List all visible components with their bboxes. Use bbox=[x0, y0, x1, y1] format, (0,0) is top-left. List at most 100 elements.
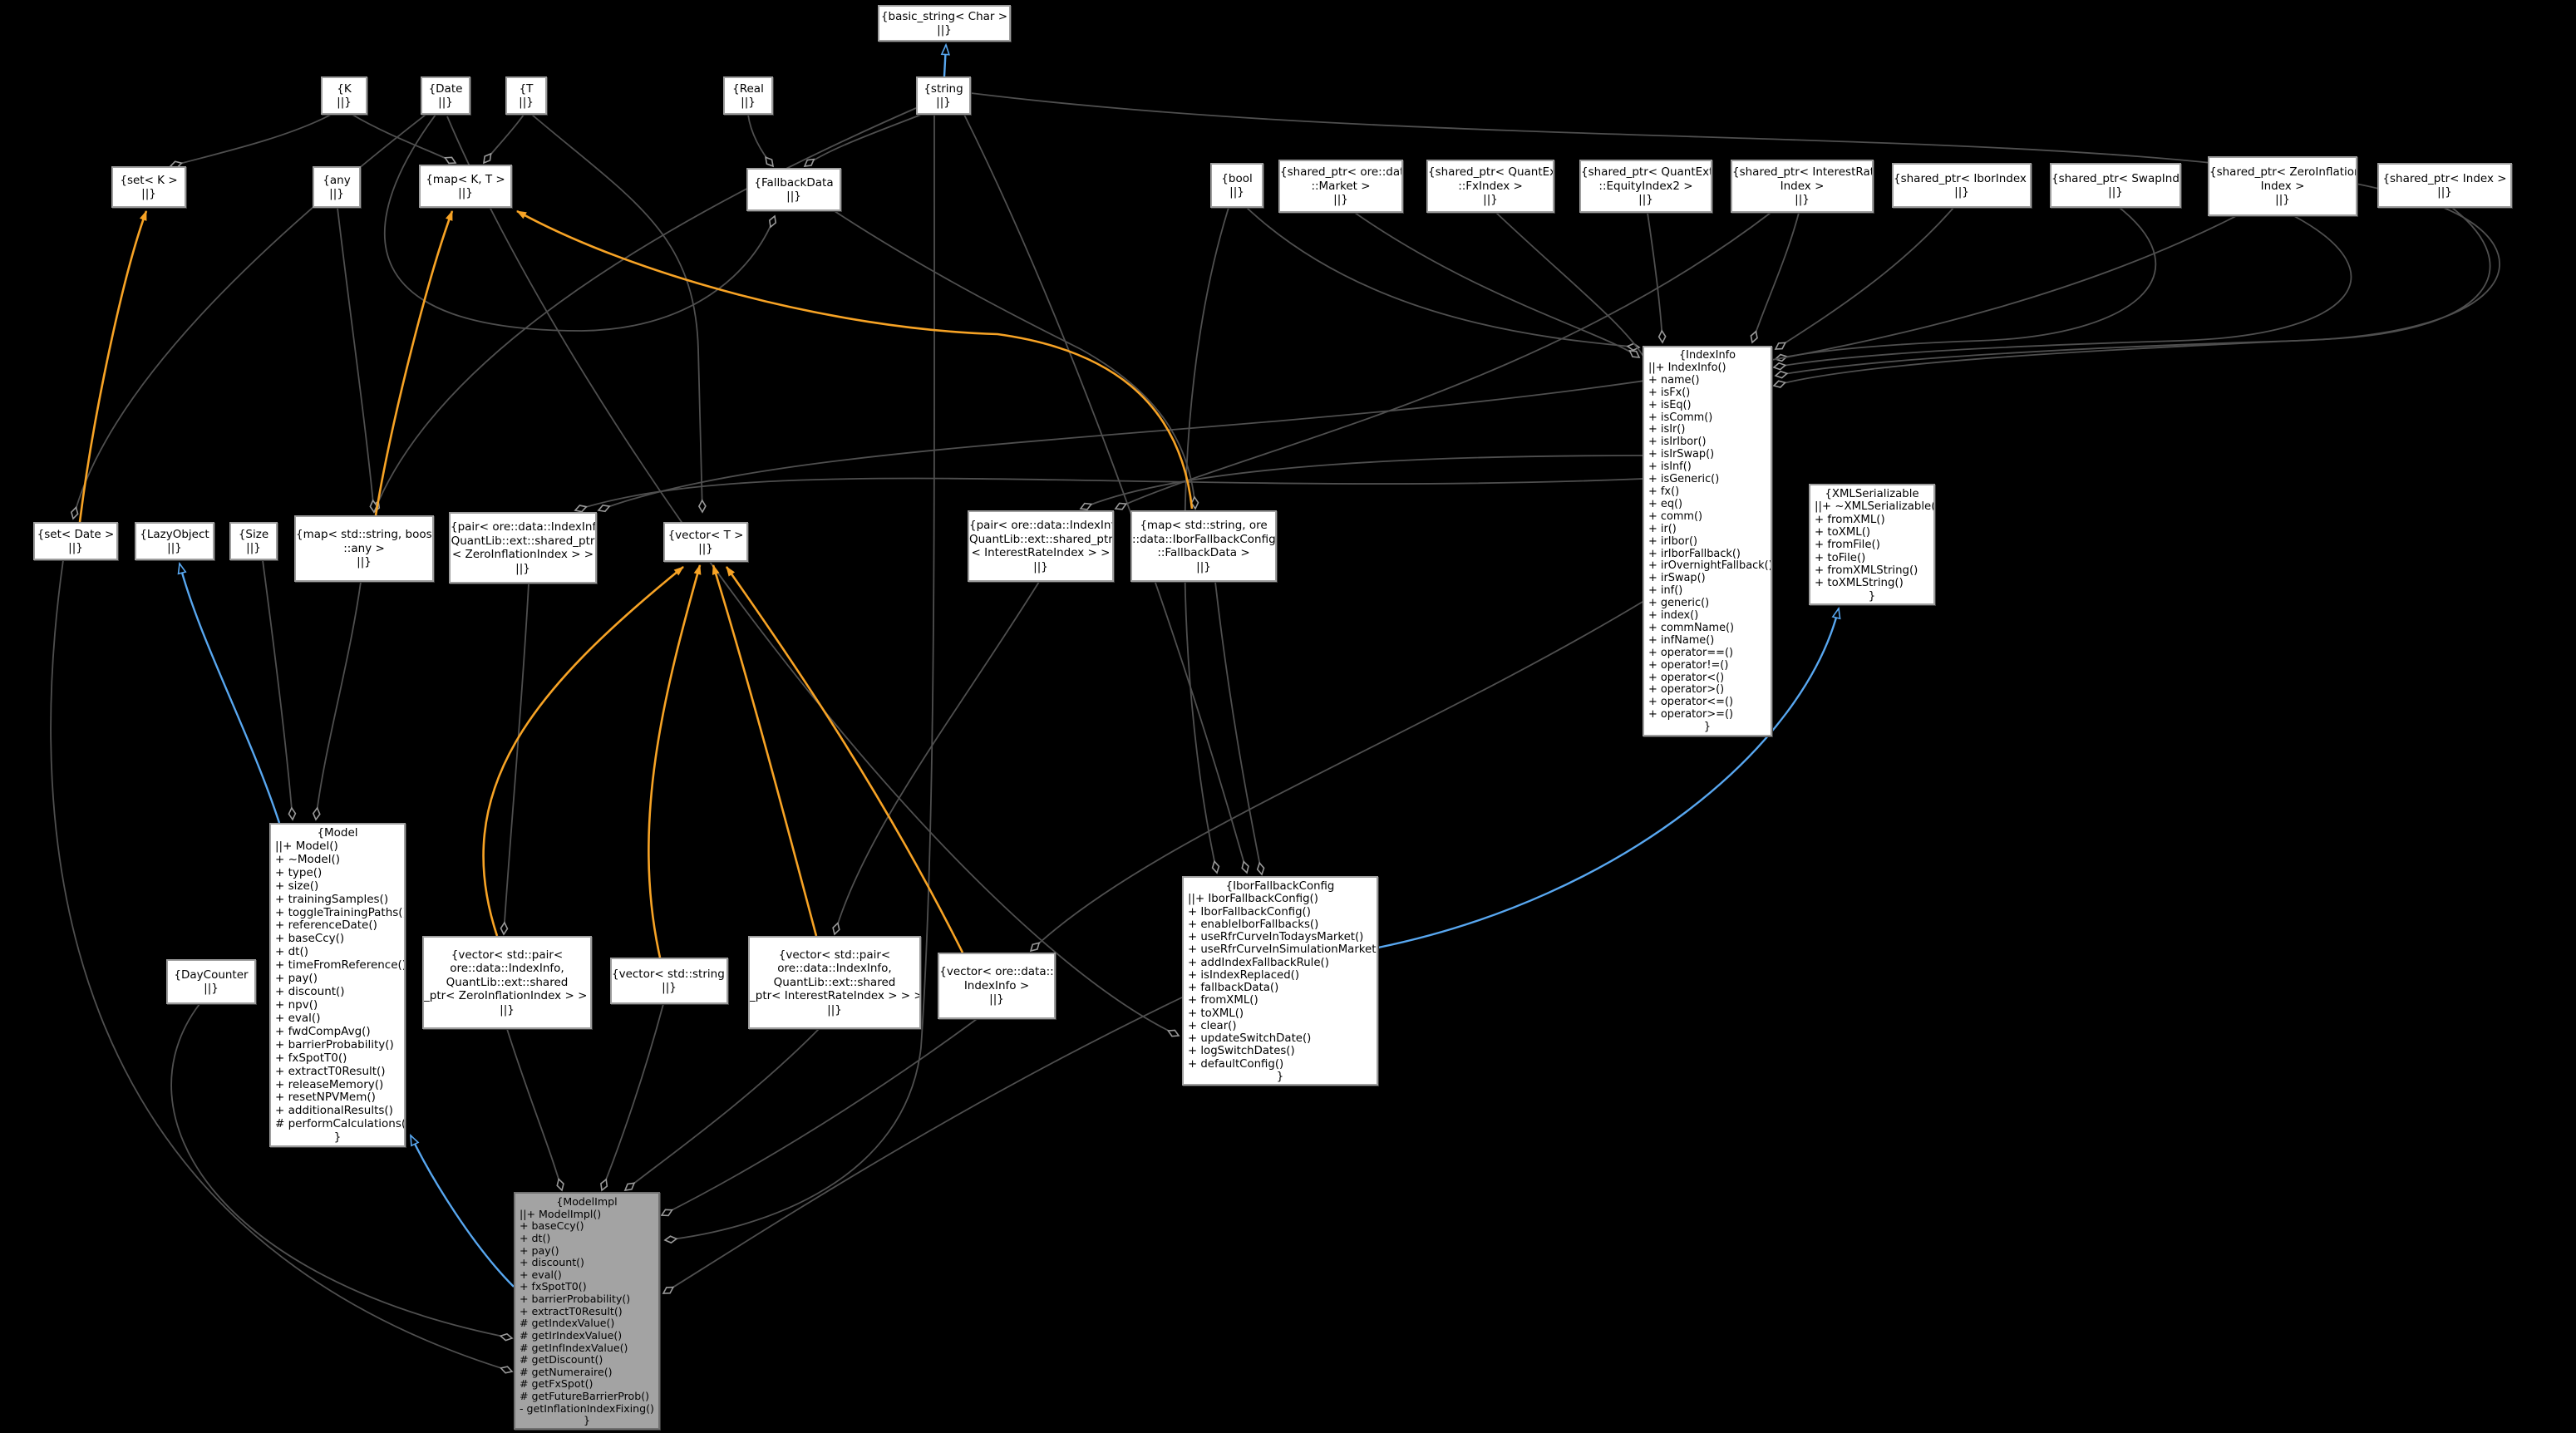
node-line: + pay() bbox=[520, 1244, 559, 1257]
node-line: ||} bbox=[698, 542, 713, 555]
edge-vec-pair-interestrate-to-vector-t bbox=[712, 564, 818, 937]
class-node-real[interactable]: {Real||} bbox=[723, 76, 773, 115]
class-node-sp-equityindex2[interactable]: {shared_ptr< QuantExt::EquityIndex2 >||} bbox=[1579, 160, 1712, 213]
node-line: + fromXML() bbox=[1815, 513, 1885, 526]
class-node-t[interactable]: {T||} bbox=[505, 76, 547, 115]
class-node-sp-market[interactable]: {shared_ptr< ore::data::Market >||} bbox=[1278, 160, 1403, 213]
node-line: ||} bbox=[1333, 193, 1348, 207]
class-node-xml-serializable[interactable]: {XMLSerializable||+ ~XMLSerializable()+ … bbox=[1809, 484, 1935, 605]
class-node-day-counter[interactable]: {DayCounter||} bbox=[166, 959, 256, 1004]
edge-real-to-fallback-data bbox=[747, 114, 775, 168]
class-node-map-string-any[interactable]: {map< std::string, boost::any >||} bbox=[294, 515, 434, 582]
node-line: ||} bbox=[246, 541, 261, 554]
class-node-pair-interestrate[interactable]: {pair< ore::data::IndexInfo,QuantLib::ex… bbox=[968, 510, 1114, 582]
class-node-string[interactable]: {string||} bbox=[916, 76, 971, 115]
class-node-sp-iborindex[interactable]: {shared_ptr< IborIndex >||} bbox=[1892, 163, 2032, 208]
node-line: # performCalculations() bbox=[275, 1118, 404, 1131]
edge-vec-indexinfo-to-vector-t bbox=[725, 566, 964, 953]
node-line: + isIr() bbox=[1648, 424, 1686, 436]
node-line: ||} bbox=[438, 96, 453, 109]
class-node-lazy-object[interactable]: {LazyObject||} bbox=[135, 522, 214, 560]
class-node-vector-t[interactable]: {vector< T >||} bbox=[663, 522, 748, 562]
class-node-vec-pair-interestrate[interactable]: {vector< std::pair<ore::data::IndexInfo,… bbox=[748, 936, 921, 1029]
node-line: + npv() bbox=[275, 998, 318, 1012]
class-node-set-date[interactable]: {set< Date >||} bbox=[33, 522, 118, 560]
class-node-sp-fxindex[interactable]: {shared_ptr< QuantExt::FxIndex >||} bbox=[1426, 160, 1554, 213]
node-line: {shared_ptr< IborIndex > bbox=[1894, 171, 2030, 185]
node-line: + toggleTrainingPaths() bbox=[275, 906, 404, 919]
node-line: IndexInfo > bbox=[963, 978, 1030, 992]
node-line: + isIrSwap() bbox=[1648, 449, 1715, 461]
node-line: + isFx() bbox=[1648, 387, 1691, 399]
node-line: {map< K, T > bbox=[426, 172, 505, 186]
node-line: } bbox=[1868, 589, 1876, 603]
class-node-fallback-data[interactable]: {FallbackData||} bbox=[746, 168, 841, 211]
node-line: + operator<=() bbox=[1648, 697, 1733, 709]
node-line: {pair< ore::data::IndexInfo, bbox=[969, 519, 1112, 532]
node-line: + IborFallbackConfig() bbox=[1188, 905, 1311, 918]
class-node-any[interactable]: {any||} bbox=[313, 166, 361, 208]
node-line: + clear() bbox=[1188, 1019, 1237, 1032]
node-line: _ptr< InterestRateIndex > > > bbox=[750, 989, 919, 1003]
class-node-sp-index[interactable]: {shared_ptr< Index >||} bbox=[2377, 163, 2512, 208]
class-node-set-k[interactable]: {set< K >||} bbox=[111, 166, 186, 208]
node-line: ||} bbox=[1795, 193, 1810, 207]
node-line: + barrierProbability() bbox=[275, 1038, 394, 1051]
node-line: } bbox=[1703, 721, 1712, 734]
edge-day-counter-to-model-impl bbox=[170, 1003, 514, 1342]
node-line: ||} bbox=[357, 555, 372, 569]
node-line: + fromFile() bbox=[1815, 539, 1880, 552]
class-node-sp-swapindex[interactable]: {shared_ptr< SwapIndex >||} bbox=[2050, 163, 2181, 208]
node-line: + referenceDate() bbox=[275, 919, 377, 933]
edge-map-string-any-to-model bbox=[312, 581, 362, 821]
class-node-ibor-fallback-config[interactable]: {IborFallbackConfig||+ IborFallbackConfi… bbox=[1182, 876, 1378, 1086]
node-line: + irOvernightFallback() bbox=[1648, 560, 1771, 573]
node-line: < ZeroInflationIndex > > bbox=[451, 548, 594, 561]
edge-pair-interestrate-to-vec-pair-interestrate bbox=[832, 581, 1040, 936]
edge-any-to-map-string-any bbox=[337, 207, 378, 514]
edge-t-to-vector-t bbox=[531, 114, 707, 514]
class-node-vec-string[interactable]: {vector< std::string >||} bbox=[610, 958, 728, 1004]
class-node-model-impl[interactable]: {ModelImpl||+ ModelImpl()+ baseCcy()+ dt… bbox=[514, 1192, 660, 1430]
class-node-vec-indexinfo[interactable]: {vector< ore::data::IndexInfo >||} bbox=[938, 953, 1056, 1019]
edge-ibor-fallback-config-to-model-impl bbox=[662, 997, 1183, 1294]
edge-string-to-indexinfo bbox=[970, 92, 2500, 379]
class-node-basic-string[interactable]: {basic_string< Char >||} bbox=[878, 5, 1011, 42]
class-node-map-fallbackdata[interactable]: {map< std::string, ore::data::IborFallba… bbox=[1130, 510, 1277, 582]
edge-map-fallbackdata-to-ibor-fallback-config bbox=[1214, 581, 1265, 876]
node-line: ::Market > bbox=[1311, 179, 1371, 193]
class-node-size[interactable]: {Size||} bbox=[229, 522, 278, 560]
class-node-bool[interactable]: {bool||} bbox=[1210, 163, 1263, 208]
class-node-model[interactable]: {Model||+ Model()+ ~Model()+ type()+ siz… bbox=[269, 823, 406, 1147]
edge-fallback-data-to-map-fallbackdata bbox=[834, 210, 1199, 510]
node-line: } bbox=[1276, 1070, 1284, 1083]
class-node-map-k-t[interactable]: {map< K, T >||} bbox=[419, 165, 512, 208]
class-node-pair-zeroinflation[interactable]: {pair< ore::data::IndexInfo,QuantLib::ex… bbox=[449, 512, 597, 584]
node-line: + fxSpotT0() bbox=[520, 1281, 587, 1293]
node-line: + updateSwitchDate() bbox=[1188, 1032, 1312, 1045]
node-line: + eval() bbox=[275, 1012, 321, 1025]
node-line: QuantLib::ext::shared_ptr bbox=[451, 534, 595, 548]
node-line: ore::data::IndexInfo, bbox=[777, 962, 892, 976]
class-node-date[interactable]: {Date||} bbox=[421, 76, 470, 115]
node-line: {map< std::string, boost bbox=[296, 528, 432, 542]
node-line: # getInfIndexValue() bbox=[520, 1342, 628, 1354]
node-line: ||} bbox=[1954, 185, 1969, 199]
node-line: {LazyObject bbox=[140, 527, 209, 541]
edge-sp-interestrateindex-to-indexinfo bbox=[1750, 212, 1800, 344]
node-line: + operator!=() bbox=[1648, 659, 1729, 672]
node-line: + isIndexReplaced() bbox=[1188, 968, 1300, 982]
node-line: + ir() bbox=[1648, 523, 1677, 535]
class-node-vec-pair-zeroinflation[interactable]: {vector< std::pair<ore::data::IndexInfo,… bbox=[422, 936, 592, 1029]
node-line: ||} bbox=[141, 187, 156, 200]
node-line: + extractT0Result() bbox=[520, 1305, 623, 1317]
class-node-indexinfo[interactable]: {IndexInfo||+ IndexInfo()+ name()+ isFx(… bbox=[1643, 346, 1772, 736]
node-line: + irSwap() bbox=[1648, 573, 1706, 585]
node-line: + isIrIbor() bbox=[1648, 436, 1707, 449]
class-node-k[interactable]: {K||} bbox=[321, 76, 367, 115]
node-line: {Date bbox=[428, 81, 463, 96]
edge-set-date-to-model-impl bbox=[50, 559, 514, 1374]
